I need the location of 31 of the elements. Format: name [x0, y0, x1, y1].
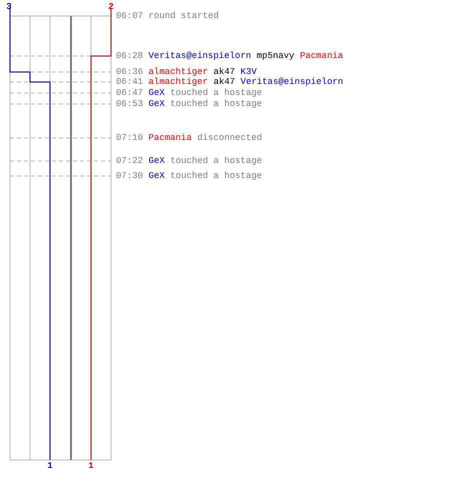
event-time: 07:22 — [116, 156, 144, 166]
player-name: GeX — [148, 99, 165, 109]
weapon-name: ak47 — [213, 67, 236, 77]
player-name: GeX — [148, 171, 165, 181]
event-text: touched a hostage — [170, 171, 262, 181]
player-name: GeX — [148, 88, 165, 98]
player-name: Veritas@einspielorn — [240, 77, 344, 87]
event-time: 06:36 — [116, 67, 144, 77]
event-text: touched a hostage — [170, 88, 262, 98]
player-name: almachtiger — [148, 77, 208, 87]
event-text: disconnected — [197, 133, 262, 143]
event-time: 06:53 — [116, 99, 144, 109]
event-text: touched a hostage — [170, 99, 262, 109]
player-name: Pacmania — [300, 51, 344, 61]
player-name: GeX — [148, 156, 165, 166]
event-time: 07:30 — [116, 171, 144, 181]
event-time: 06:47 — [116, 88, 144, 98]
player-name: Pacmania — [148, 133, 192, 143]
player-name: almachtiger — [148, 67, 208, 77]
event-time: 07:10 — [116, 133, 144, 143]
player-name: Veritas@einspielorn — [148, 51, 252, 61]
player-count: 1 — [47, 462, 53, 471]
player-name: K3V — [240, 67, 257, 77]
event-text: touched a hostage — [170, 156, 262, 166]
weapon-name: mp5navy — [256, 51, 294, 61]
event-time: 06:41 — [116, 77, 144, 87]
event-time: 06:07 — [116, 11, 144, 21]
weapon-name: ak47 — [213, 77, 236, 87]
event-time: 06:28 — [116, 51, 144, 61]
player-count: 1 — [88, 462, 94, 471]
event-text: round started — [148, 11, 219, 21]
